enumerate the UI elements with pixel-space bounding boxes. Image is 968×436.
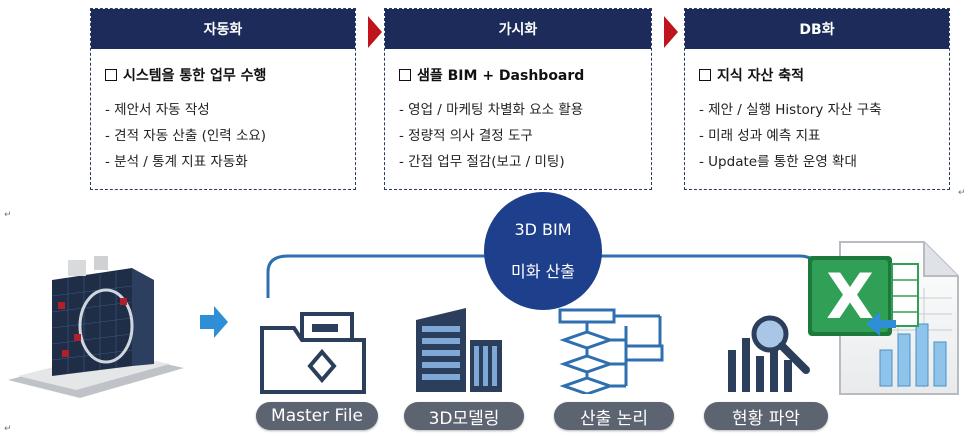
list-item: 미래 성과 예측 지표 [699,123,882,149]
card-list: 제안서 자동 작성 견적 자동 산출 (인력 소요) 분석 / 통계 지표 자동… [105,97,266,175]
list-item: Update를 통한 운영 확대 [699,149,882,175]
right-arrow-icon [200,306,228,338]
list-item: 간접 업무 절감(보고 / 미팅) [399,149,583,175]
list-item: 제안서 자동 작성 [105,97,266,123]
bar-chart-magnifier-icon [728,315,810,392]
card-visualization: 가시화 샘플 BIM + Dashboard 영업 / 마케팅 차별화 요소 활… [384,8,652,190]
card-title: 지식 자산 축적 [699,65,804,85]
step-3d-modeling: 3D모델링 [404,402,524,430]
step-calculation-logic: 산출 논리 [554,402,674,430]
paragraph-mark-icon: ↵ [4,210,12,220]
card-header: 자동화 [91,9,355,49]
list-item: 제안 / 실행 History 자산 구축 [699,97,881,123]
chevron-right-icon [664,16,678,48]
chevron-right-icon [368,16,382,48]
list-item: 견적 자동 산출 (인력 소요) [105,123,266,149]
circle-label-line2: 미화 산출 [511,262,575,281]
list-item: 정량적 의사 결정 도구 [399,123,583,149]
list-item: 분석 / 통계 지표 자동화 [105,149,266,175]
card-title: 샘플 BIM + Dashboard [399,65,584,85]
excel-icon: X [808,241,959,395]
list-item: 영업 / 마케팅 차별화 요소 활용 [399,97,583,123]
card-header: DB화 [685,9,949,49]
card-list: 제안 / 실행 History 자산 구축 미래 성과 예측 지표 Update… [699,97,882,175]
office-buildings-icon [416,308,502,392]
paragraph-mark-icon: ↵ [4,424,12,434]
building-3d-model-image [8,256,184,398]
card-header: 가시화 [385,9,651,49]
card-database: DB화 지식 자산 축적 제안 / 실행 History 자산 구축 미래 성과… [684,8,950,190]
step-master-file: Master File [256,402,378,430]
paragraph-mark-icon: ↵ [958,188,966,198]
svg-text:X: X [826,260,874,333]
circle-label-line1: 3D BIM [514,220,572,239]
folder-icon [260,312,366,394]
card-automation: 자동화 시스템을 통한 업무 수행 제안서 자동 작성 견적 자동 산출 (인력… [90,8,356,190]
card-title: 시스템을 통한 업무 수행 [105,65,266,85]
step-status-analysis: 현황 파악 [704,402,828,430]
bim-calculation-circle: 3D BIM 미화 산출 [484,192,602,310]
card-list: 영업 / 마케팅 차별화 요소 활용 정량적 의사 결정 도구 간접 업무 절감… [399,97,583,175]
flowchart-icon [558,308,664,394]
